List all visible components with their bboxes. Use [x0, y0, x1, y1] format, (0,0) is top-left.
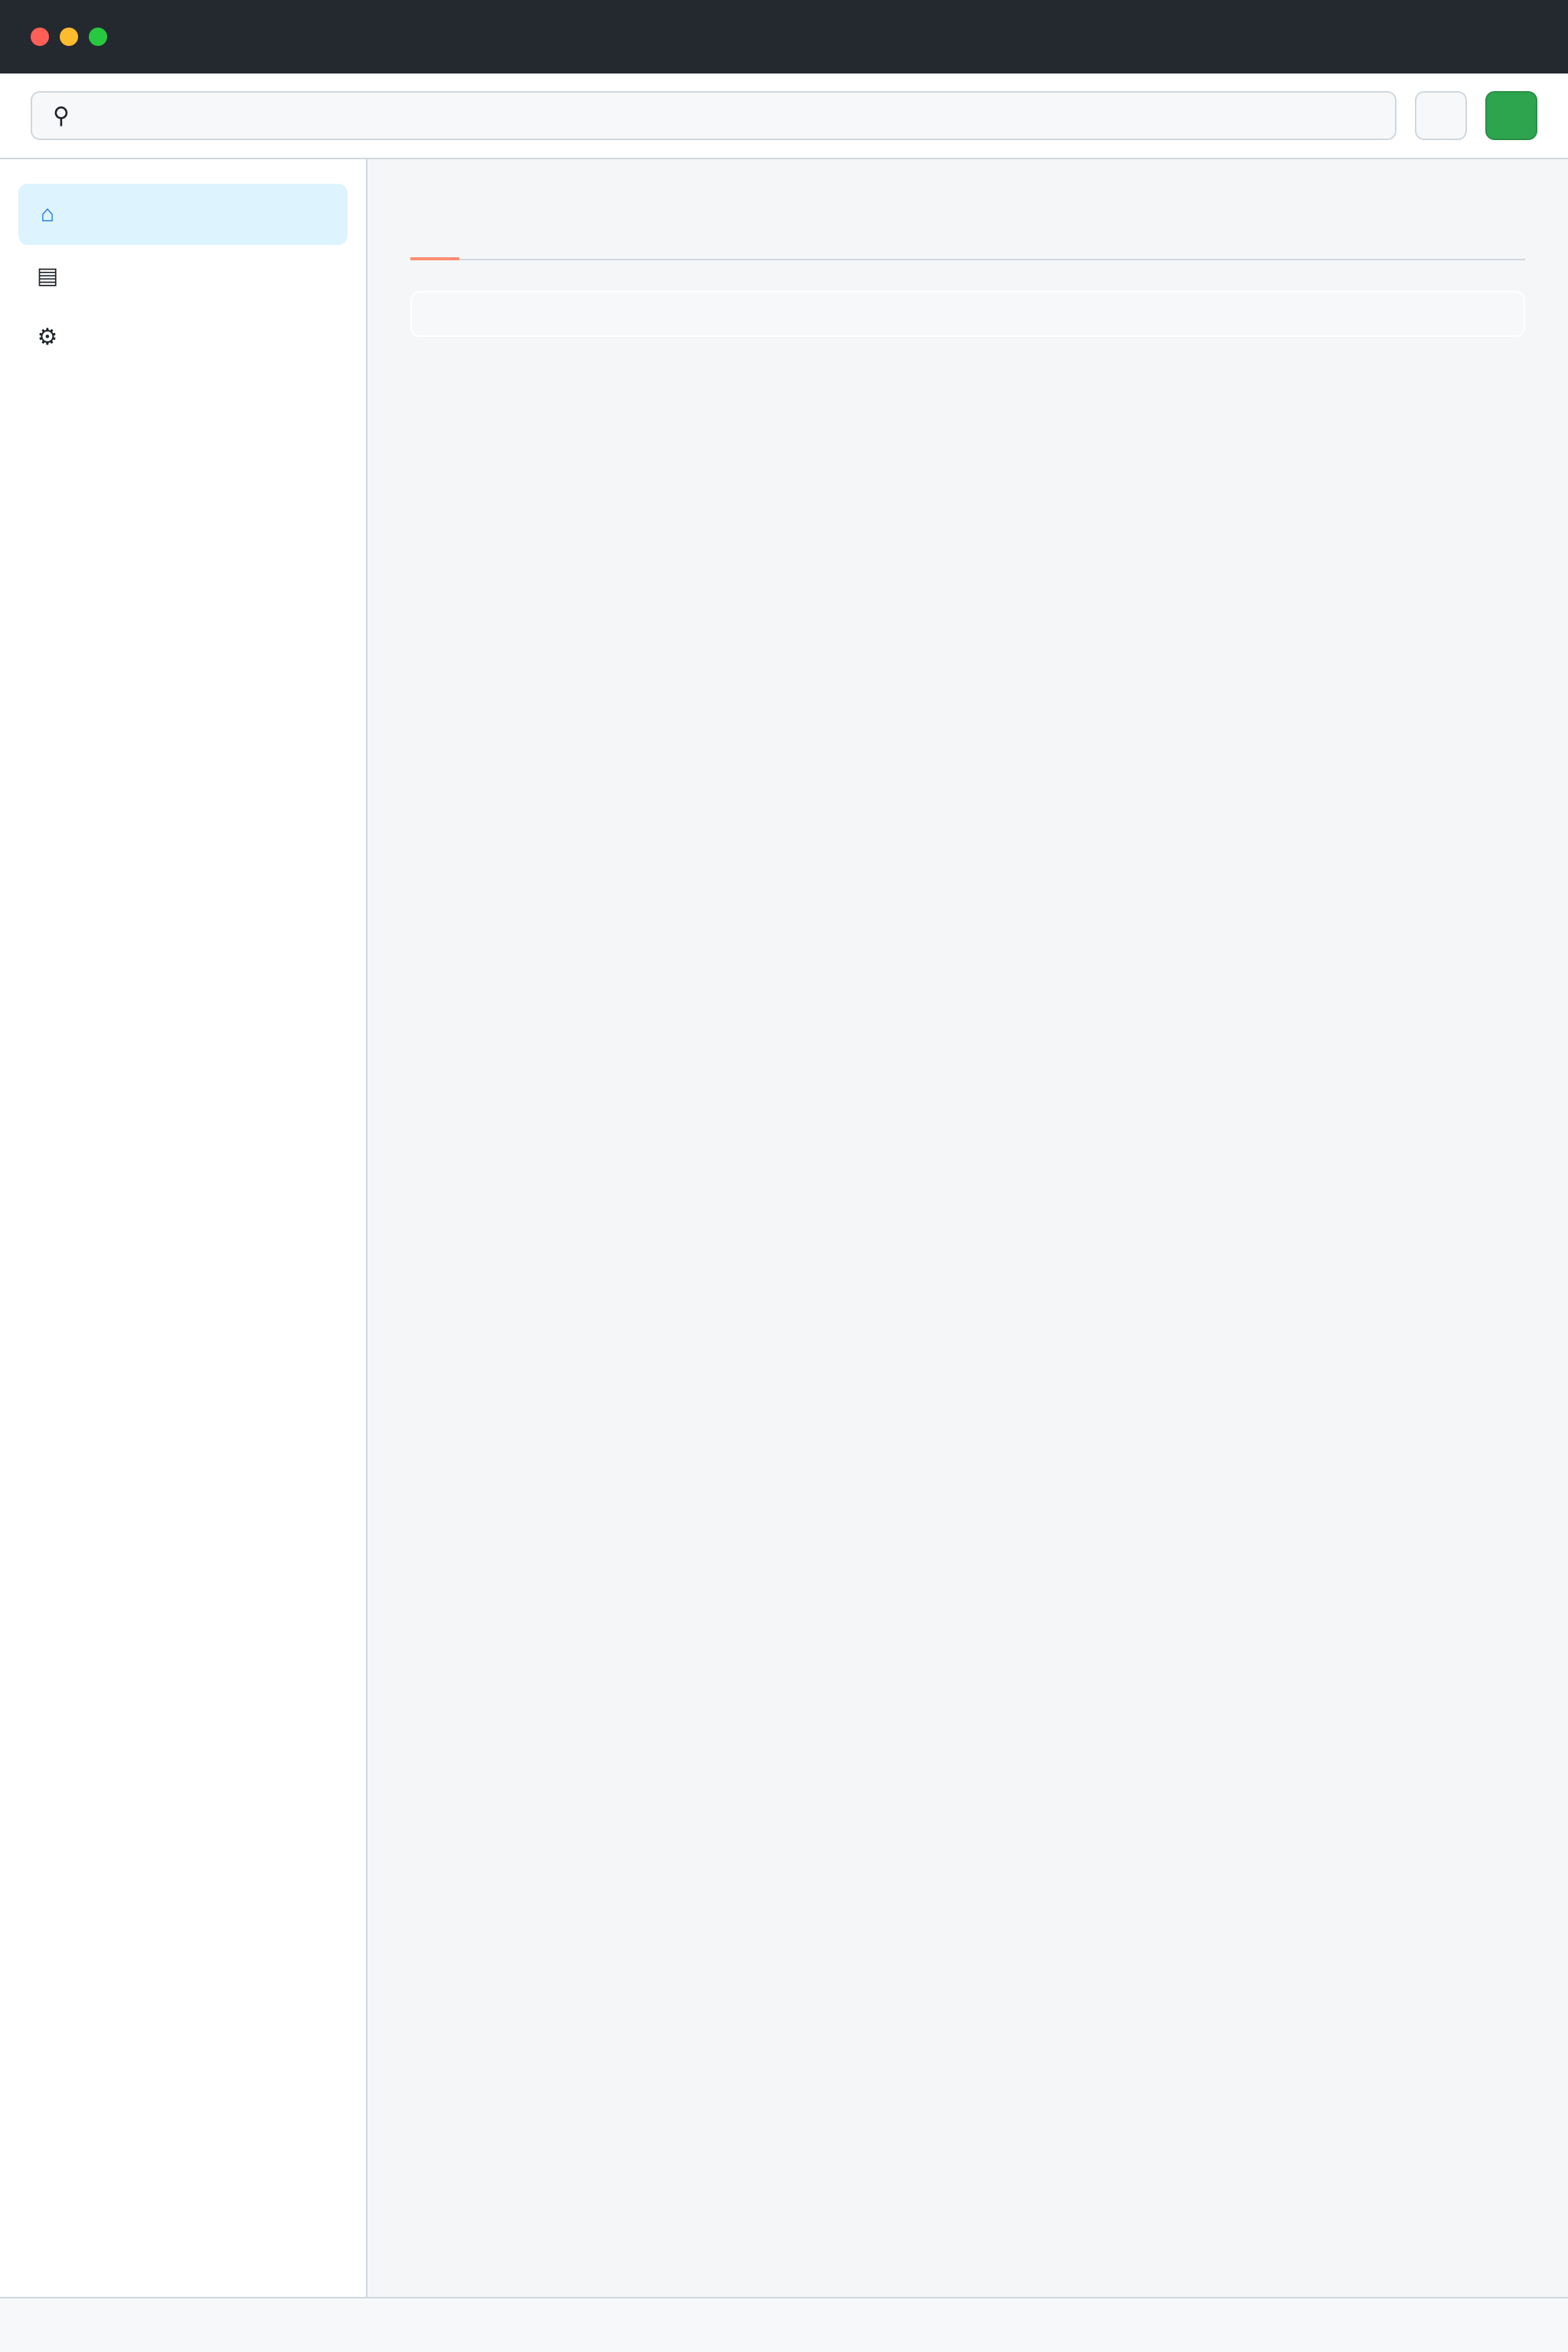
folder-icon: ▤	[36, 263, 59, 289]
search-icon: ⚲	[53, 103, 70, 129]
main-panel	[368, 159, 1568, 2297]
primary-button[interactable]	[1485, 91, 1537, 140]
tab-0[interactable]	[410, 227, 459, 260]
sidebar: ⌂ ▤ ⚙	[0, 159, 368, 2297]
maximize-window-button[interactable]	[89, 28, 107, 46]
search-box: ⚲	[31, 91, 1396, 140]
table-header-row	[412, 292, 1524, 335]
home-icon: ⌂	[40, 201, 55, 227]
column-header-1[interactable]	[784, 292, 1152, 335]
sidebar-item-2[interactable]: ⚙	[18, 306, 348, 368]
secondary-button[interactable]	[1415, 91, 1467, 140]
close-window-button[interactable]	[31, 28, 49, 46]
data-table	[410, 291, 1525, 337]
minimize-window-button[interactable]	[60, 28, 78, 46]
window-controls	[31, 28, 107, 46]
toolbar: ⚲	[0, 74, 1568, 159]
search-input[interactable]	[87, 103, 1380, 128]
column-header-2[interactable]	[1151, 292, 1524, 335]
sidebar-item-0[interactable]: ⌂	[18, 184, 348, 245]
title-bar	[0, 0, 1568, 74]
column-header-0[interactable]	[412, 292, 785, 335]
status-bar	[0, 2297, 1568, 2352]
tab-1[interactable]	[466, 227, 514, 260]
gear-icon: ⚙	[37, 324, 58, 350]
sidebar-item-1[interactable]: ▤	[18, 245, 348, 306]
content-area: ⌂ ▤ ⚙	[0, 159, 1568, 2297]
tab-bar	[410, 227, 1525, 260]
